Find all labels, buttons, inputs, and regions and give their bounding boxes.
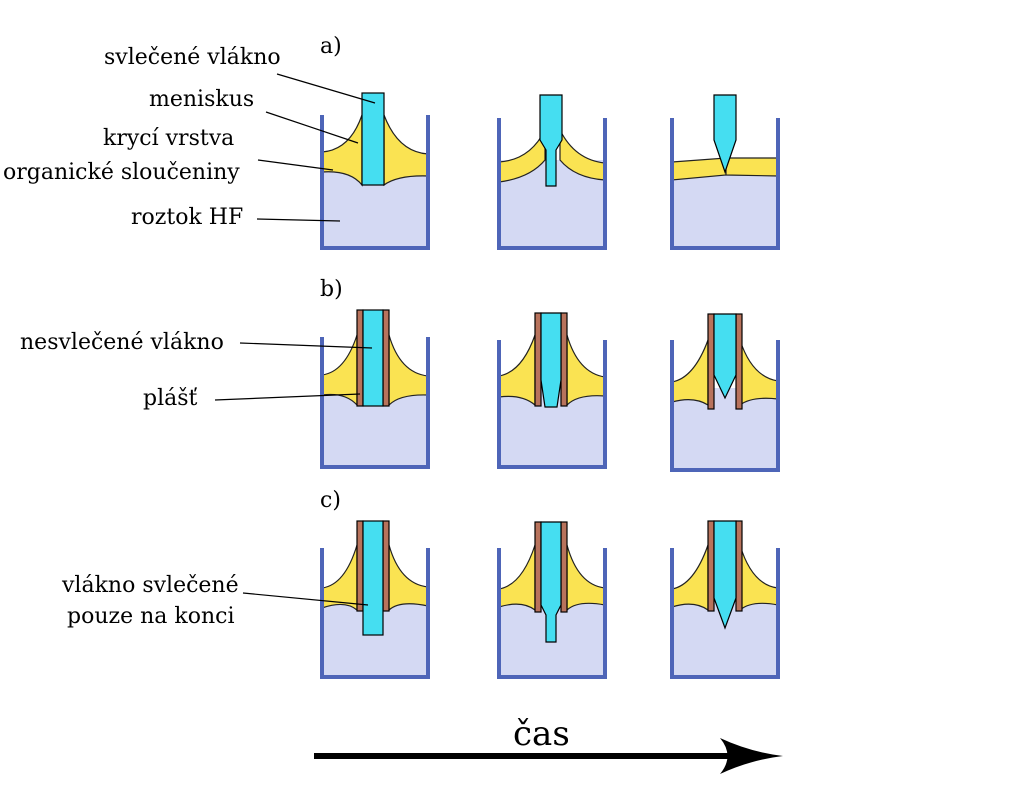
cladding-left [707,313,715,410]
unstripped-fiber [540,312,562,408]
end-stripped-fiber [713,520,737,630]
beaker-b1 [320,309,430,469]
label-cladding: plášť [143,386,198,411]
row-b-label: b) [320,277,343,302]
cladding-right [382,309,390,407]
cladding-right [382,520,390,612]
beaker-c1 [320,520,430,679]
end-stripped-fiber [362,520,384,636]
label-stripped-fiber: svlečené vlákno [104,45,281,70]
cladding-left [356,520,364,612]
beaker-c2 [497,521,607,679]
stripped-fiber [713,94,737,174]
label-end-stripped-2: pouze na konci [67,604,234,629]
label-end-stripped-1: vlákno svlečené [61,573,239,598]
beaker-a2 [497,94,607,250]
end-stripped-fiber [540,521,562,643]
cladding-right [735,313,743,410]
row-c-label: c) [320,488,341,513]
unstripped-fiber [362,309,384,407]
cladding-left [356,309,364,407]
time-label: čas [513,714,570,754]
beaker-a1 [320,92,430,250]
cladding-right [560,521,568,613]
beaker-b2 [497,312,607,469]
cladding-right [735,520,743,612]
label-unstripped-fiber: nesvlečené vlákno [20,330,224,355]
cladding-right [560,312,568,407]
cladding-left [534,312,542,407]
row-a-label: a) [320,34,342,59]
beaker-c3 [670,520,780,679]
label-cover-layer-2: organické sloučeniny [3,160,240,185]
beaker-b3 [670,313,780,472]
stripped-fiber [361,92,385,186]
unstripped-fiber [713,313,737,400]
beaker-a3 [670,94,780,250]
time-arrow [314,738,783,774]
label-meniscus: meniskus [149,87,254,112]
label-hf-solution: roztok HF [131,205,243,230]
cladding-left [707,520,715,612]
stripped-fiber [539,94,563,187]
label-cover-layer-1: krycí vrstva [103,126,234,151]
cladding-left [534,521,542,613]
